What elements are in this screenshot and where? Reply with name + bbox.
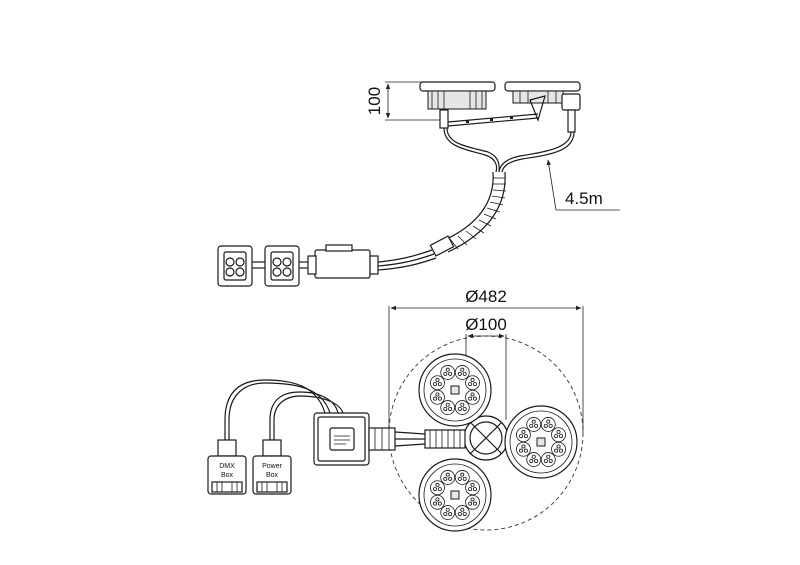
side-fixture-right — [504, 81, 581, 133]
side-fixture-left — [419, 81, 496, 129]
led — [430, 389, 445, 405]
led — [430, 494, 445, 510]
top-control-box — [313, 412, 396, 466]
height-label: 100 — [365, 87, 384, 115]
dmx-label-line2: Box — [221, 472, 234, 479]
side-control-box — [307, 244, 379, 279]
led — [540, 452, 556, 467]
led — [454, 365, 470, 380]
side-view: 100 — [217, 81, 620, 287]
top-view: Ø482 Ø100 — [207, 287, 584, 532]
led — [465, 480, 480, 496]
top-corrugated-hose — [424, 429, 466, 449]
led — [465, 494, 480, 510]
led — [526, 417, 542, 432]
led — [430, 480, 445, 496]
led — [440, 470, 456, 485]
inner-diameter-label: Ø100 — [465, 315, 507, 334]
led — [430, 375, 445, 391]
led — [516, 441, 531, 457]
power-label-line1: Power — [262, 463, 283, 470]
led — [540, 417, 556, 432]
side-mount-bar — [447, 95, 546, 127]
fixture-bottom — [418, 458, 492, 532]
dmx-connector: DMX Box — [207, 439, 247, 495]
led — [526, 452, 542, 467]
led — [454, 470, 470, 485]
led — [440, 365, 456, 380]
led — [516, 427, 531, 443]
fixtures-top — [418, 353, 578, 532]
led — [454, 505, 470, 520]
led — [465, 389, 480, 405]
outer-diameter-dimension: Ø482 — [388, 287, 584, 433]
side-connector-power — [264, 245, 300, 287]
led — [551, 441, 566, 457]
fixture-top-left — [418, 353, 492, 427]
side-connector-dmx — [217, 245, 253, 287]
power-connector: Power Box — [252, 439, 292, 495]
cable-length-label: 4.5m — [565, 189, 603, 208]
dmx-label-line1: DMX — [219, 463, 235, 470]
fixture-right — [504, 405, 578, 479]
led — [465, 375, 480, 391]
led — [440, 400, 456, 415]
led — [551, 427, 566, 443]
led — [440, 505, 456, 520]
side-corrugated-hose — [429, 171, 507, 257]
power-label-line2: Box — [266, 472, 279, 479]
outer-diameter-label: Ø482 — [465, 287, 507, 306]
led — [454, 400, 470, 415]
cable-length-callout: 4.5m — [546, 159, 620, 211]
